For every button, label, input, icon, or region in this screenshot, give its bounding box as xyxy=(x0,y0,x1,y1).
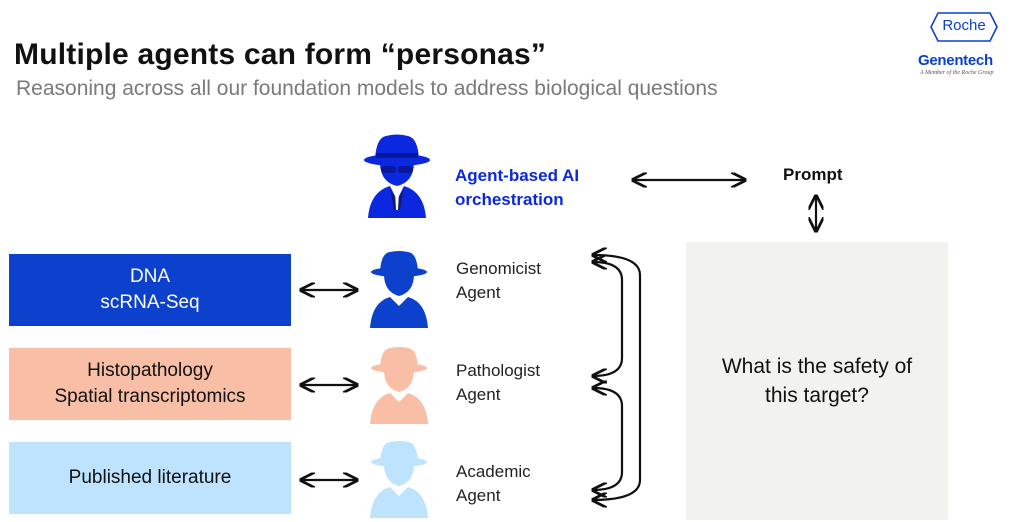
question-text: What is the safety of this target? xyxy=(721,355,913,407)
data-source-literature-box: Published literature xyxy=(9,442,291,514)
orchestrator-label-line1: Agent-based AI xyxy=(455,166,580,185)
orchestrator-label: Agent-based AI orchestration xyxy=(455,164,579,212)
page-subtitle: Reasoning across all our foundation mode… xyxy=(16,77,718,100)
academic-agent-label: Academic Agent xyxy=(456,460,531,508)
agent-label-line: Agent xyxy=(456,486,501,505)
prompt-label: Prompt xyxy=(783,165,843,184)
agent-label-line: Pathologist xyxy=(456,361,541,380)
logo-tagline: A Member of the Roche Group xyxy=(920,70,994,76)
pathologist-agent-label: Pathologist Agent xyxy=(456,359,540,407)
data-source-histopathology-box: Histopathology Spatial transcriptomics xyxy=(9,348,291,420)
roche-wordmark: Roche xyxy=(942,17,986,34)
roche-hexagon-icon xyxy=(930,12,998,42)
data-source-dna-box: DNA scRNA-Seq xyxy=(9,254,291,326)
data-source-label: Published literature xyxy=(68,467,232,488)
roche-genentech-logo: Roche Genentech A Member of the Roche Gr… xyxy=(918,12,1018,80)
agent-label-line: Academic xyxy=(456,462,531,481)
orchestrator-label-line2: orchestration xyxy=(455,190,564,209)
genentech-wordmark: Genentech xyxy=(918,52,993,69)
page-title: Multiple agents can form “personas” xyxy=(14,38,547,71)
agent-bracket-inner xyxy=(593,262,624,490)
genomicist-agent-icon xyxy=(370,251,428,328)
agent-bracket-outer xyxy=(593,255,642,500)
question-box: What is the safety of this target? xyxy=(686,242,948,520)
agent-label-line: Agent xyxy=(456,385,501,404)
detective-icon xyxy=(364,134,430,218)
data-source-label: scRNA-Seq xyxy=(100,292,200,313)
data-source-label: DNA xyxy=(129,266,171,287)
data-source-label: Spatial transcriptomics xyxy=(54,386,246,407)
agent-label-line: Agent xyxy=(456,283,501,302)
agent-label-line: Genomicist xyxy=(456,259,542,278)
data-source-label: Histopathology xyxy=(87,360,213,381)
academic-agent-icon xyxy=(370,441,428,518)
genomicist-agent-label: Genomicist Agent xyxy=(456,257,541,305)
pathologist-agent-icon xyxy=(370,347,428,424)
